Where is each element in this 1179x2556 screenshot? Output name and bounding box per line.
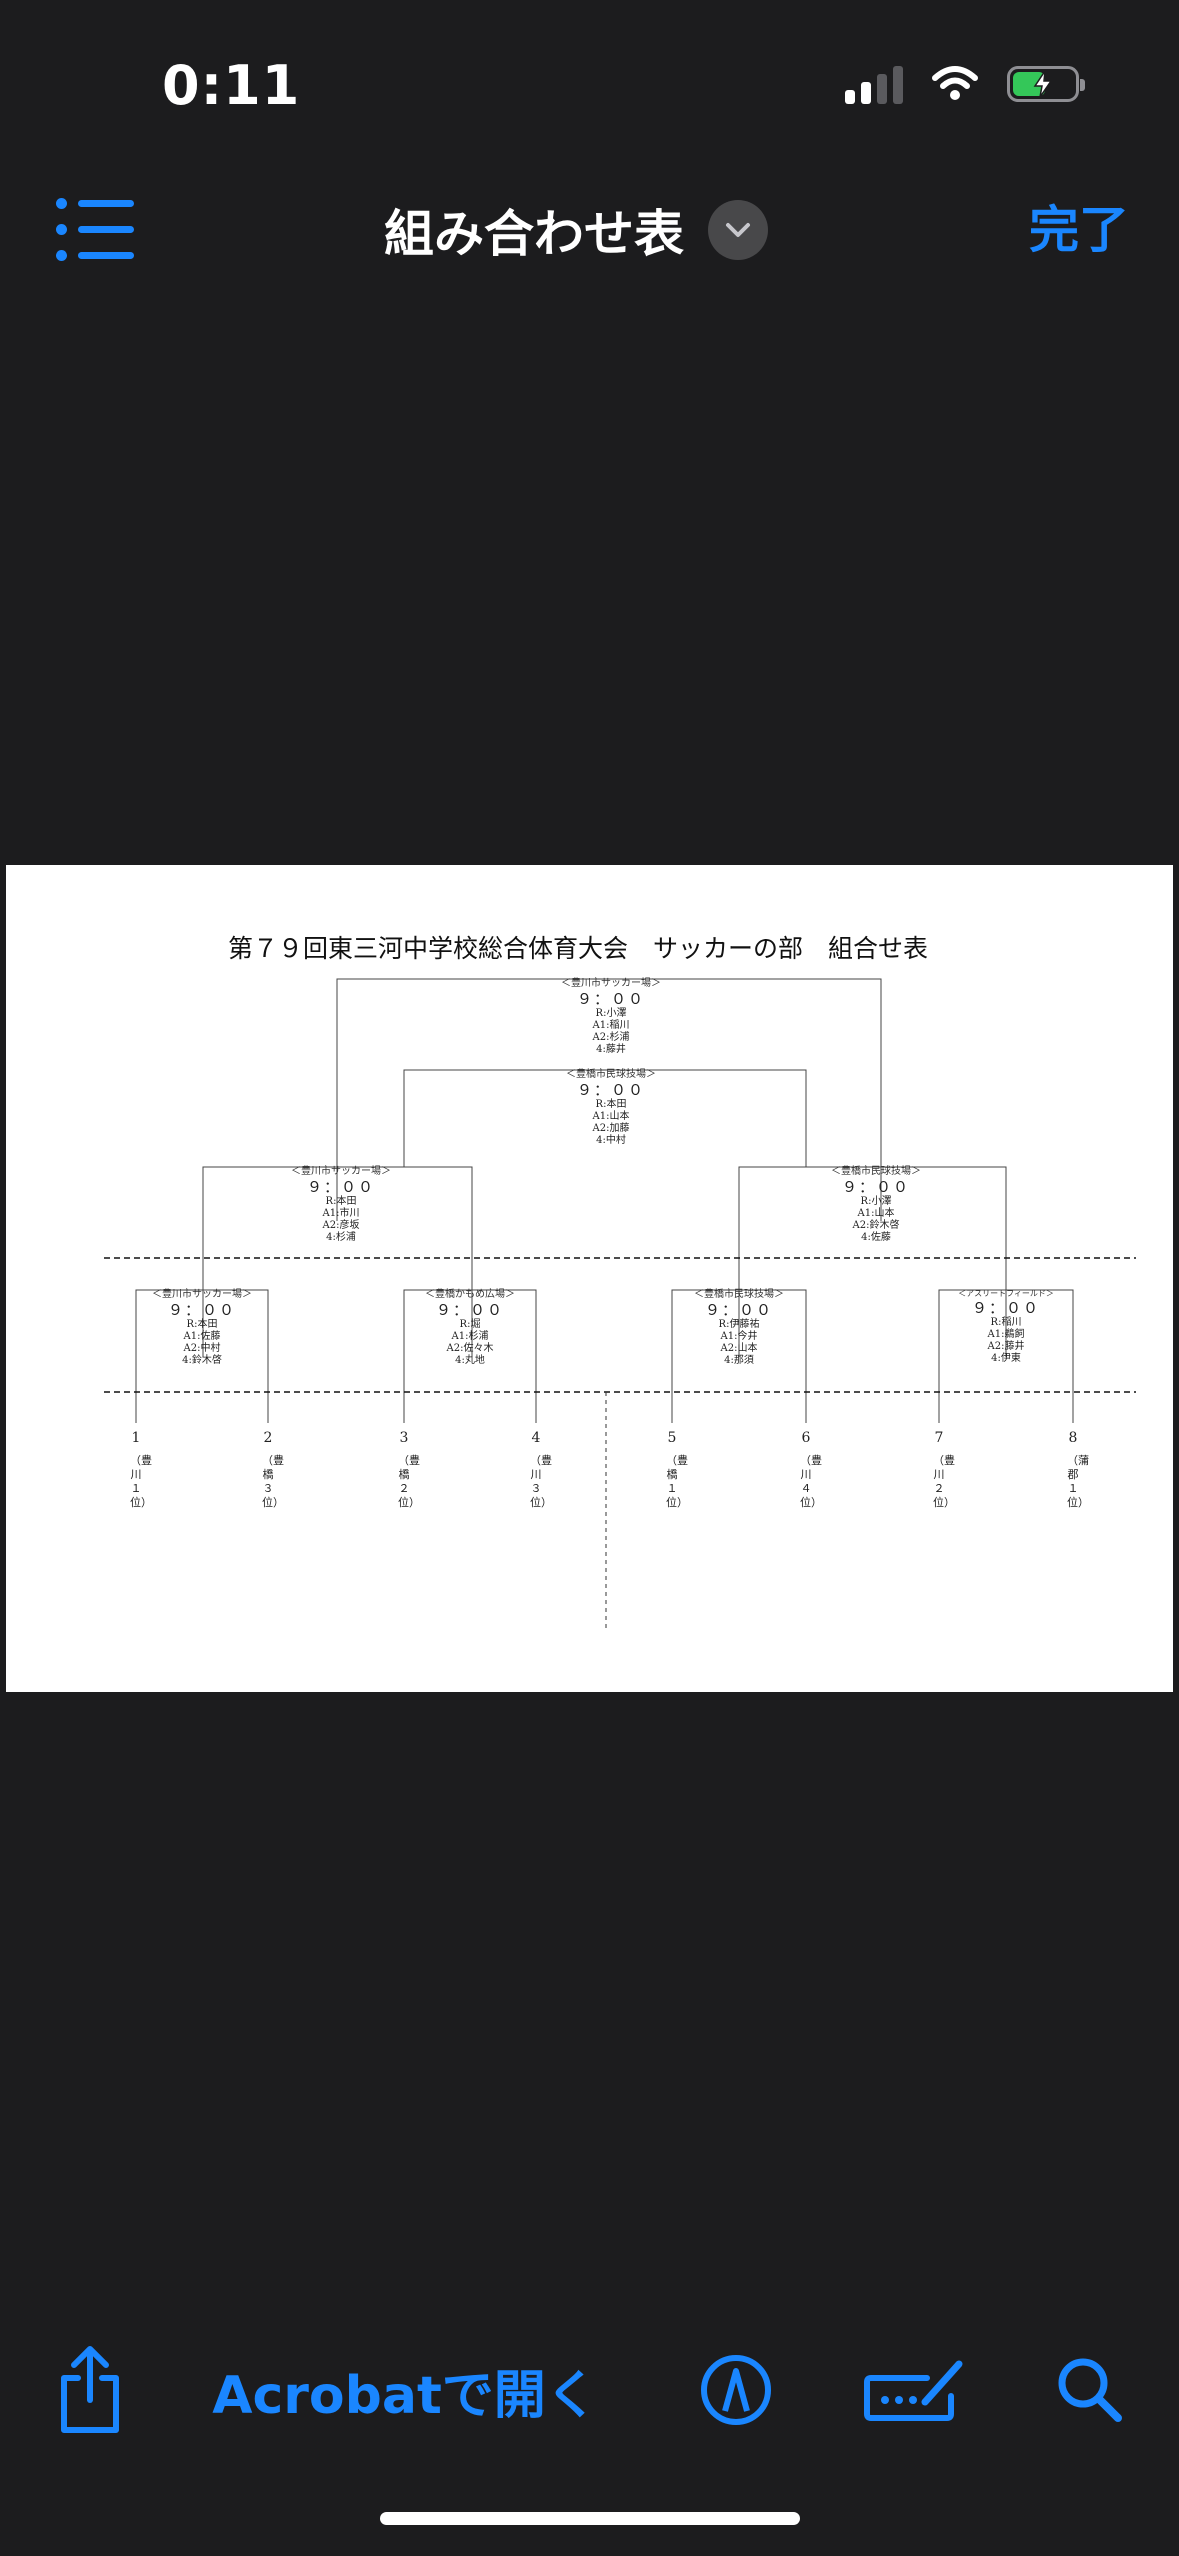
status-time: 0:11: [162, 54, 301, 117]
search-icon[interactable]: [1050, 2330, 1130, 2450]
done-button[interactable]: 完了: [1029, 201, 1129, 259]
markup-icon[interactable]: [696, 2330, 776, 2450]
venue-quarterfinal-2: ＜豊橋かもめ広場＞ ９：００ R:堀 A1:杉浦 A2:佐々木 4:丸地: [425, 1289, 515, 1366]
title-menu[interactable]: 組み合わせ表: [384, 190, 768, 270]
bottom-toolbar: Acrobatで開く: [0, 2330, 1179, 2450]
venue-quarterfinal-3: ＜豊橋市民球技場＞ ９：００ R:伊藤祐 A1:今井 A2:山本 4:那須: [694, 1289, 784, 1366]
venue-semifinal-right: ＜豊橋市民球技場＞ ９：００ R:小澤 A1:山本 A2:鈴木啓 4:佐藤: [831, 1166, 921, 1243]
navigation-bar: 組み合わせ表 完了: [0, 190, 1179, 300]
team-slot-1: 1 （豊川１位）: [130, 1430, 152, 1509]
fill-and-sign-icon[interactable]: [860, 2330, 970, 2450]
chevron-down-icon[interactable]: [708, 200, 768, 260]
outline-list-icon[interactable]: [56, 198, 134, 262]
share-icon[interactable]: [48, 2330, 132, 2450]
team-slot-8: 8 （蒲郡１位）: [1067, 1430, 1089, 1509]
home-indicator: [380, 2512, 800, 2525]
pdf-page[interactable]: 第７９回東三河中学校総合体育大会 サッカーの部 組合せ表 ＜豊川市サッカー場＞ …: [6, 865, 1173, 1692]
open-in-acrobat-button[interactable]: Acrobatで開く: [212, 2365, 598, 2426]
team-slot-4: 4 （豊川３位）: [530, 1430, 552, 1509]
venue-quarterfinal-1: ＜豊川市サッカー場＞ ９：００ R:本田 A1:佐藤 A2:中村 4:鈴木啓: [152, 1289, 252, 1366]
venue-semifinal-left: ＜豊川市サッカー場＞ ９：００ R:本田 A1:市川 A2:彦坂 4:杉浦: [291, 1166, 391, 1243]
team-slot-5: 5 （豊橋１位）: [666, 1430, 688, 1509]
cellular-signal-icon: [845, 64, 903, 104]
team-slot-2: 2 （豊橋３位）: [262, 1430, 284, 1509]
team-slot-7: 7 （豊川２位）: [933, 1430, 955, 1509]
battery-icon: [1007, 66, 1085, 102]
status-icons: [845, 64, 1085, 104]
wifi-icon: [932, 66, 978, 100]
team-slot-6: 6 （豊川４位）: [800, 1430, 822, 1509]
venue-third-place: ＜豊橋市民球技場＞ ９：００ R:本田 A1:山本 A2:加藤 4:中村: [566, 1069, 656, 1146]
team-slot-3: 3 （豊橋２位）: [398, 1430, 420, 1509]
venue-final: ＜豊川市サッカー場＞ ９：００ R:小澤 A1:稲川 A2:杉浦 4:藤井: [561, 978, 661, 1055]
venue-quarterfinal-4: ＜アスリートフィールド＞ ９：００ R:稲川 A1:鵜飼 A2:藤井 4:伊東: [958, 1289, 1054, 1364]
document-title: 組み合わせ表: [384, 205, 684, 263]
bracket-lines: [104, 978, 1136, 1630]
bracket-title: 第７９回東三河中学校総合体育大会 サッカーの部 組合せ表: [228, 934, 929, 963]
